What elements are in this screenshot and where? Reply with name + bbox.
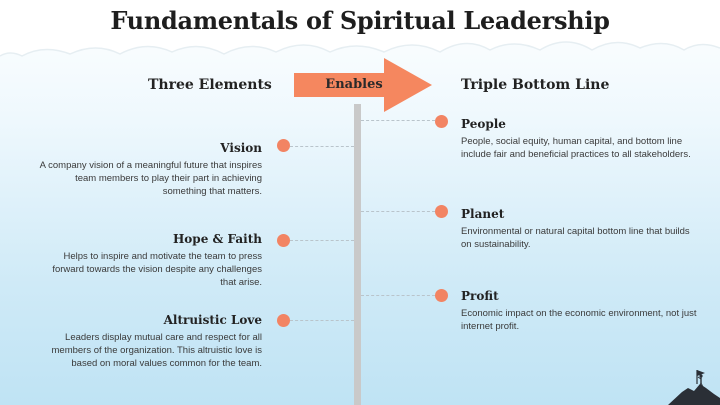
dot-altruistic-love [277,314,290,327]
bottom-line-description: Environmental or natural capital bottom … [461,226,690,250]
element-title: Altruistic Love [163,313,262,327]
dot-vision [277,139,290,152]
element-hope-faith: Hope & Faith Helps to inspire and motiva… [36,232,262,289]
dot-people [435,115,448,128]
dot-hope-faith [277,234,290,247]
connector-profit [361,295,435,296]
bottom-line-title: Planet [461,207,505,221]
bottom-line-description: People, social equity, human capital, an… [461,136,691,160]
bottom-line-people: People People, social equity, human capi… [461,117,697,161]
signpost-pole [354,104,361,405]
bottom-line-planet: Planet Environmental or natural capital … [461,207,697,251]
left-column-header: Three Elements [148,77,272,93]
bottom-line-profit: Profit Economic impact on the economic e… [461,289,697,333]
element-title: Hope & Faith [172,232,262,246]
right-arrow-icon [294,58,432,112]
element-title: Vision [220,141,262,155]
mountain-flag-icon [668,370,720,405]
right-column-header: Triple Bottom Line [461,77,610,93]
bottom-line-title: People [461,117,506,131]
connector-hope-faith [290,240,354,241]
enables-label: Enables [325,77,383,92]
cloud-banner [0,0,720,57]
dot-planet [435,205,448,218]
connector-people [361,120,435,121]
connector-vision [290,146,354,147]
element-description: Helps to inspire and motivate the team t… [52,251,262,288]
element-description: Leaders display mutual care and respect … [51,332,263,369]
element-altruistic-love: Altruistic Love Leaders display mutual c… [36,313,263,370]
page-title: Fundamentals of Spiritual Leadership [110,6,610,35]
element-vision: Vision A company vision of a meaningful … [36,141,262,198]
bottom-line-description: Economic impact on the economic environm… [461,308,697,332]
bottom-line-title: Profit [461,289,499,303]
element-description: A company vision of a meaningful future … [39,160,262,197]
connector-planet [361,211,435,212]
dot-profit [435,289,448,302]
connector-altruistic-love [290,320,354,321]
